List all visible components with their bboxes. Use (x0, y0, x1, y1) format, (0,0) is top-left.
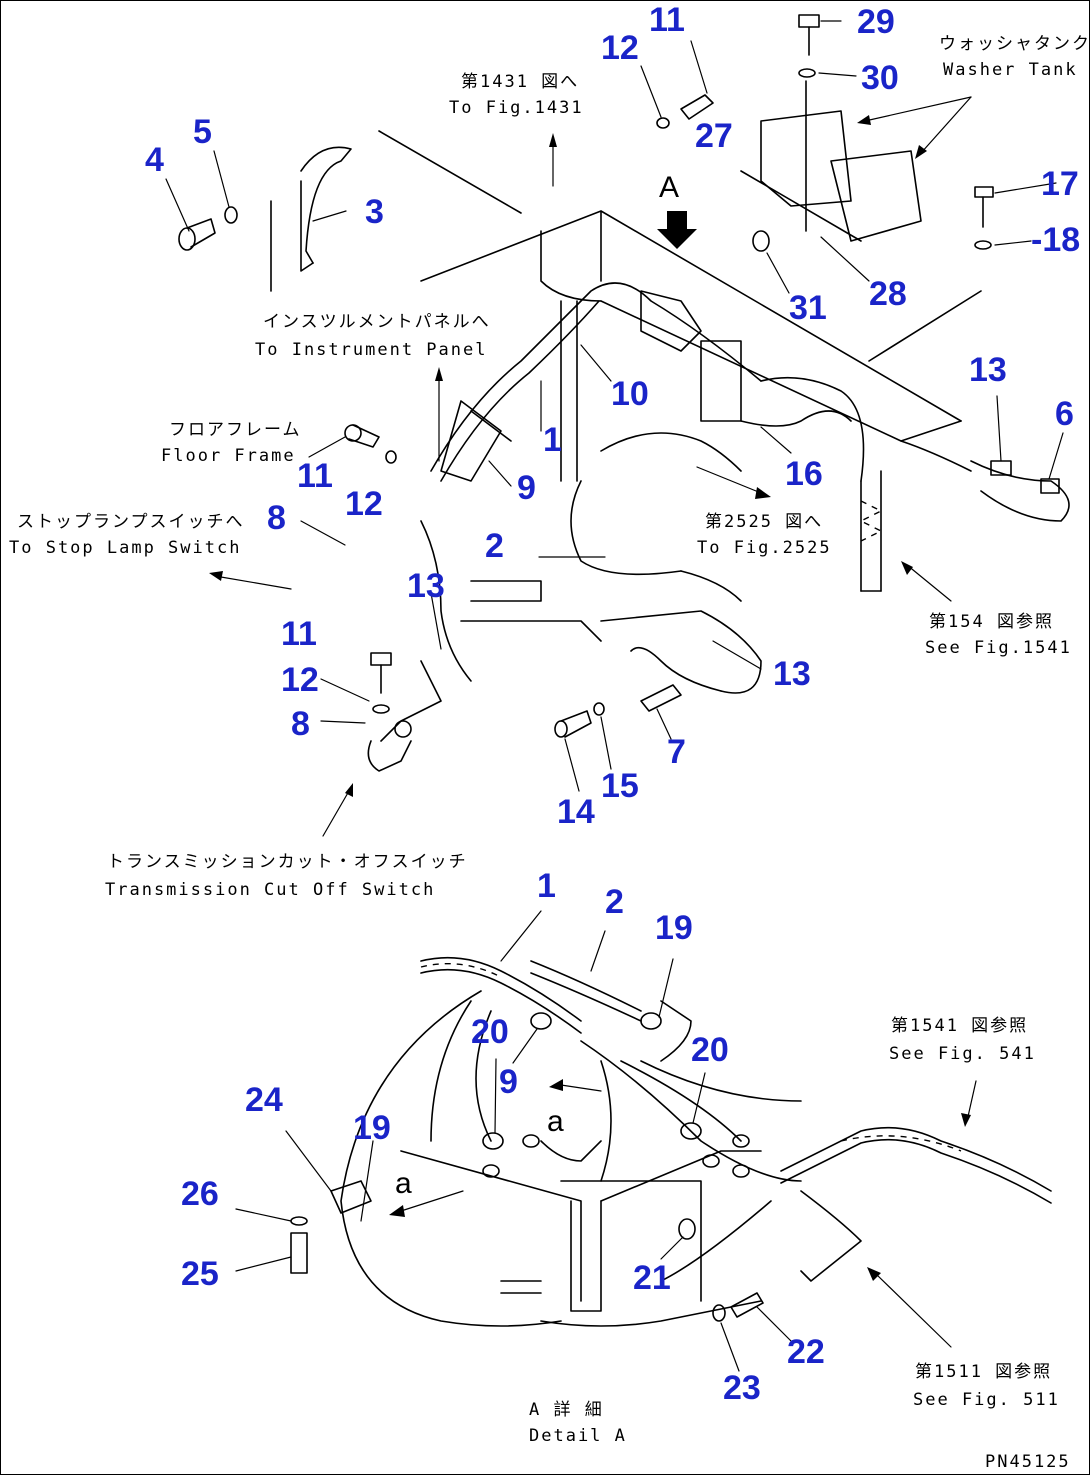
callout-number: 4 (145, 141, 164, 179)
callout-number: 9 (499, 1063, 518, 1101)
bolt-part-4 (178, 206, 238, 251)
leader-lines-bottom (235, 910, 977, 1372)
callout-number: 1 (543, 421, 562, 459)
transmission-label-en: Transmission Cut Off Switch (105, 880, 435, 900)
detail-a-label-en: Detail A (529, 1426, 627, 1446)
fig1511-label-ja: 第1511 図参照 (915, 1362, 1052, 1382)
callout-number: 26 (181, 1175, 219, 1213)
callout-number: 1 (537, 867, 556, 905)
callout-number: 14 (557, 793, 595, 831)
callout-number: 17 (1041, 165, 1079, 203)
fig1541b-label-en: See Fig. 541 (889, 1044, 1036, 1064)
callout-number: 11 (297, 457, 333, 495)
callout-number: 7 (667, 733, 686, 771)
figure-code: PN45125 (985, 1452, 1071, 1472)
callout-number: 13 (407, 567, 445, 605)
fig2525-label-ja: 第2525 図へ (705, 512, 823, 532)
callout-number: 20 (691, 1031, 729, 1069)
callout-number: 12 (281, 661, 319, 699)
view-a-letter: A (659, 171, 679, 204)
callout-number: 11 (649, 1, 685, 39)
harness-part-1 (380, 230, 1070, 742)
washer-tank-label-ja: ウォッシャタンク (939, 34, 1090, 54)
bolt-part-11-lower (367, 652, 412, 772)
instrument-panel-label-en: To Instrument Panel (255, 340, 487, 360)
callout-number: 13 (773, 655, 811, 693)
fig1431-label-en: To Fig.1431 (449, 98, 584, 118)
callout-number: 12 (345, 485, 383, 523)
callout-number: 23 (723, 1369, 761, 1407)
callout-number: 5 (193, 113, 212, 151)
callout-number: 11 (281, 615, 317, 653)
view-arrow-a (657, 211, 697, 249)
callout-number: 22 (787, 1333, 825, 1371)
callout-number: 19 (655, 909, 693, 947)
callout-numbers-bottom: 1 2 19 20 20 9 24 19 26 25 21 22 23 (181, 867, 825, 1407)
callout-number: 3 (365, 193, 384, 231)
callout-number: 21 (633, 1259, 671, 1297)
section-a-letter-1: a (547, 1105, 564, 1138)
bolt-part-11-mid (344, 424, 397, 464)
annotation-notes: ウォッシャタンク Washer Tank 第1431 図へ To Fig.143… (9, 34, 1090, 1472)
callout-number: 8 (267, 499, 286, 537)
floor-frame-label-en: Floor Frame (161, 446, 296, 466)
callout-number: -18 (1031, 221, 1080, 259)
callout-number: 24 (245, 1081, 283, 1119)
bolt-part-14 (554, 684, 682, 738)
pointer-arrows-top (209, 96, 972, 837)
callout-number: 20 (471, 1013, 509, 1051)
washer-tank (740, 80, 922, 242)
callout-number: 10 (611, 375, 649, 413)
fig2525-label-en: To Fig.2525 (697, 538, 832, 558)
callout-number: 25 (181, 1255, 219, 1293)
callout-number: 2 (605, 883, 624, 921)
callout-numbers-top: 11 12 29 30 27 4 5 3 17 -18 28 31 1 10 1… (145, 1, 1080, 831)
washer-tank-label-en: Washer Tank (943, 60, 1078, 80)
detail-a-label-ja: A 詳 細 (529, 1400, 604, 1420)
callout-number: 28 (869, 275, 907, 313)
fig1511-label-en: See Fig. 511 (913, 1390, 1060, 1410)
callout-number: 8 (291, 705, 310, 743)
transmission-label-ja: トランスミッションカット・オフスイッチ (107, 852, 468, 872)
stop-lamp-label-en: To Stop Lamp Switch (9, 538, 241, 558)
floor-frame-label-ja: フロアフレーム (169, 420, 302, 440)
fig1541b-label-ja: 第1541 図参照 (891, 1016, 1028, 1036)
callout-number: 13 (969, 351, 1007, 389)
callout-number: 30 (861, 59, 899, 97)
callout-number: 12 (601, 29, 639, 67)
callout-number: 15 (601, 767, 639, 805)
callout-number: 2 (485, 527, 504, 565)
fig1541-label-ja: 第154 図参照 (929, 612, 1054, 632)
fig1541-label-en: See Fig.1541 (925, 638, 1072, 658)
callout-number: 19 (353, 1109, 391, 1147)
section-a-letter-2: a (395, 1167, 412, 1200)
callout-number: 16 (785, 455, 823, 493)
bolt-part-17 (974, 186, 994, 250)
bolt-part-29 (798, 14, 820, 78)
clip-part-31 (752, 230, 770, 252)
clip-part-13-right (990, 460, 1060, 494)
callout-number: 31 (789, 289, 827, 327)
leader-lines-top (165, 20, 1064, 792)
detail-a-harness (290, 956, 1052, 1327)
stop-lamp-label-ja: ストップランプスイッチへ (17, 512, 245, 532)
callout-number: 6 (1055, 395, 1074, 433)
bracket-part-3 (300, 146, 352, 272)
bolt-part-11-top (656, 94, 714, 129)
fig1431-label-ja: 第1431 図へ (461, 72, 579, 92)
callout-number: 29 (857, 3, 895, 41)
callout-number: 27 (695, 117, 733, 155)
callout-number: 9 (517, 469, 536, 507)
instrument-panel-label-ja: インスツルメントパネルへ (263, 312, 491, 332)
